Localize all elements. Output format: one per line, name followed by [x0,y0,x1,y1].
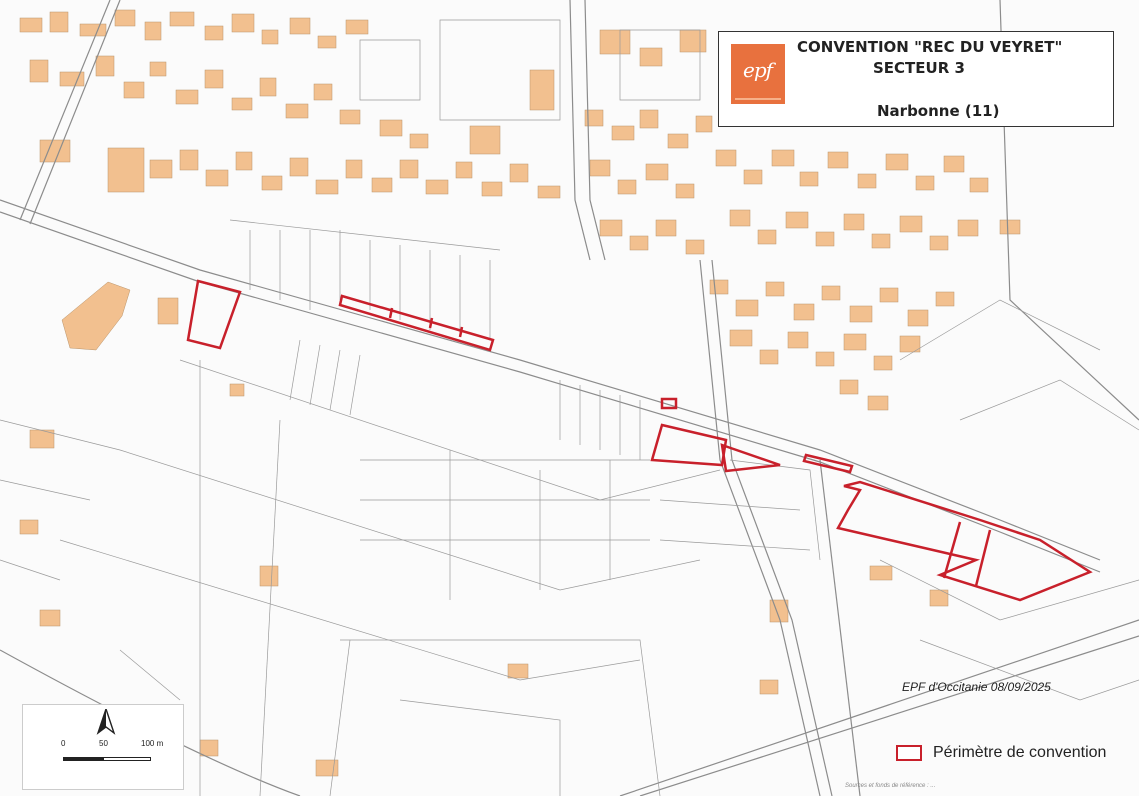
scale-tick-100: 100 m [141,739,164,748]
parcel-lines [0,19,1139,796]
urban-buildings [19,9,989,411]
outlying-buildings [19,219,1021,777]
map-title: CONVENTION "REC DU VEYRET" [797,38,1063,56]
epf-logo: epf [731,44,785,104]
north-arrow-icon [96,709,116,735]
map-sources: Sources et fonds de référence : ... [845,783,936,789]
map-credit: EPF d'Occitanie 08/09/2025 [902,680,1051,694]
legend-perimeter-swatch [896,745,922,761]
map-title-box: epf CONVENTION "REC DU VEYRET" SECTEUR 3… [718,31,1114,127]
scale-tick-0: 0 [61,739,66,748]
scale-tick-50: 50 [99,739,108,748]
convention-perimeters [186,279,1093,602]
map-location: Narbonne (11) [877,102,1000,120]
scale-box: 0 50 100 m [22,704,184,790]
logo-text: epf [743,58,773,82]
legend-perimeter-label: Périmètre de convention [933,744,1107,761]
scale-bar-black [63,757,103,761]
logo-underline [735,98,781,100]
scale-bar-white [103,757,151,761]
map-subtitle: SECTEUR 3 [873,59,965,77]
